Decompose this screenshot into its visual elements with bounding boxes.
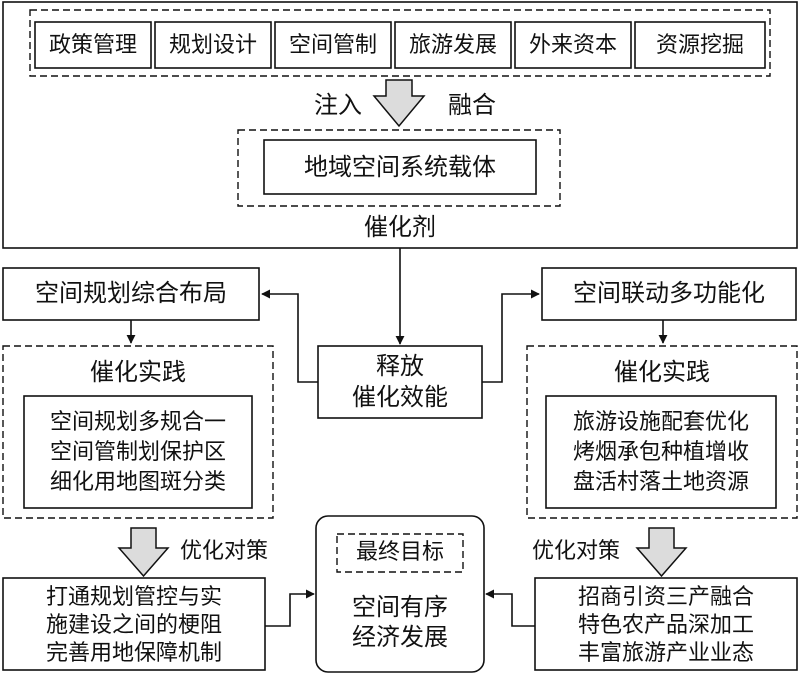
- right-measures-to-goal-arrow: [485, 589, 535, 627]
- factor-box: [274, 21, 392, 69]
- left-practice-box: [23, 395, 253, 509]
- release-line2: 催化效能: [352, 383, 448, 411]
- right-measures-box: [534, 577, 798, 671]
- left-practice-item: 空间规划多规合一: [50, 410, 226, 435]
- left-optimize-arrow-icon: [117, 527, 170, 578]
- factor-box: [514, 21, 632, 69]
- right-optimize-label: 优化对策: [532, 539, 620, 564]
- left-branch-title: 空间规划综合布局: [35, 279, 227, 307]
- left-practice-title: 催化实践: [90, 358, 186, 386]
- left-branch-title-box: [2, 267, 260, 321]
- factor-label: 旅游发展: [409, 33, 497, 58]
- left-measure-item: 打通规划管控与实: [46, 585, 222, 610]
- factor-label: 外来资本: [529, 33, 617, 58]
- goal-title-box: [336, 533, 464, 573]
- release-to-right-arrow: [482, 289, 540, 383]
- factor-box: [634, 21, 766, 69]
- right-practice-item: 盘活村落土地资源: [573, 470, 749, 495]
- right-practice-box: [545, 395, 777, 509]
- right-measure-item: 丰富旅游产业业态: [578, 641, 754, 666]
- inject-arrow-icon: [372, 79, 426, 128]
- right-practice-item: 烤烟承包种植增收: [573, 440, 749, 465]
- release-line1: 释放: [376, 352, 424, 380]
- right-practice-item: 旅游设施配套优化: [573, 410, 749, 435]
- goal-line1: 空间有序: [352, 593, 448, 621]
- catalyst-label: 催化剂: [364, 213, 436, 241]
- factor-box: [394, 21, 512, 69]
- right-branch-title: 空间联动多功能化: [573, 279, 765, 307]
- goal-title: 最终目标: [356, 540, 444, 565]
- factor-label: 空间管制: [289, 33, 377, 58]
- release-box: [317, 345, 483, 419]
- carrier-label: 地域空间系统载体: [304, 153, 496, 181]
- inject-label: 注入: [314, 91, 362, 119]
- left-measures-box: [2, 577, 266, 671]
- left-practice-item: 空间管制划保护区: [50, 440, 226, 465]
- left-measures-to-goal-arrow: [265, 589, 315, 627]
- right-branch-title-box: [541, 267, 797, 321]
- left-measure-item: 完善用地保障机制: [46, 641, 222, 666]
- merge-label: 融合: [448, 91, 496, 119]
- right-practice-title: 催化实践: [614, 358, 710, 386]
- right-measure-item: 招商引资三产融合: [578, 585, 754, 610]
- right-optimize-arrow-icon: [635, 527, 688, 578]
- goal-line2: 经济发展: [352, 623, 448, 651]
- right-measure-item: 特色农产品深加工: [578, 613, 754, 638]
- factor-label: 政策管理: [49, 33, 137, 58]
- left-optimize-label: 优化对策: [180, 539, 268, 564]
- carrier-box: [263, 139, 537, 195]
- factor-box: [34, 21, 152, 69]
- release-to-left-arrow: [261, 289, 318, 383]
- factor-label: 规划设计: [169, 33, 257, 58]
- left-practice-item: 细化用地图斑分类: [50, 470, 226, 495]
- left-measure-item: 施建设之间的梗阻: [46, 613, 222, 638]
- factor-box: [154, 21, 272, 69]
- factor-label: 资源挖掘: [656, 33, 744, 58]
